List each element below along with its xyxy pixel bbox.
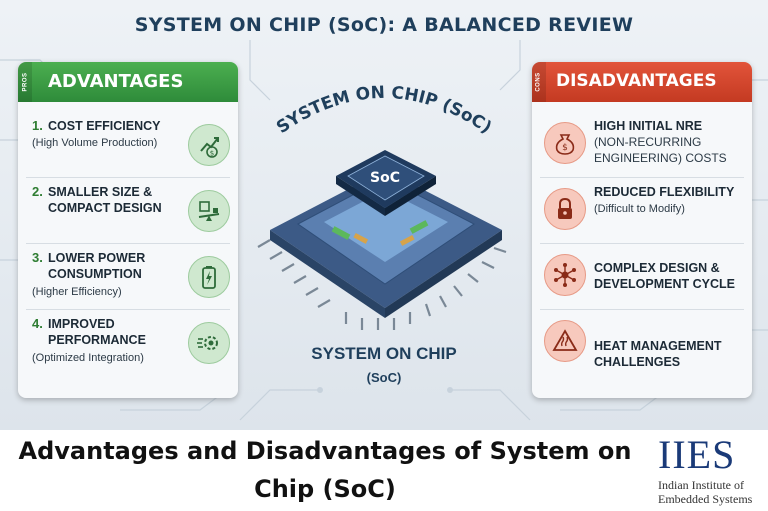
chip-arc-title: SYSTEM ON CHIP (SoC) [274,83,494,134]
warning-heat-icon [544,320,586,362]
cons-tag: CONS [532,62,546,102]
page-caption: Advantages and Disadvantages of System o… [18,437,632,503]
disadvantages-header: CONS DISADVANTAGES [532,62,752,102]
disadvantage-item-flexibility: REDUCED FLEXIBILITY (Difficult to Modify… [540,178,744,244]
infographic: SYSTEM ON CHIP (SoC): A BALANCED REVIEW … [0,0,768,430]
item-heading: LOWER POWER CONSUMPTION [48,251,146,281]
item-subtext: (High Volume Production) [32,137,158,149]
disadvantages-panel: CONS DISADVANTAGES $ HIGH INITIAL NRE (N… [532,62,752,398]
main-title: SYSTEM ON CHIP (SoC): A BALANCED REVIEW [134,14,634,36]
item-heading: HEAT MANAGEMENT CHALLENGES [594,339,722,369]
item-heading: COMPLEX DESIGN & DEVELOPMENT CYCLE [594,261,735,291]
disadvantage-item-nre: $ HIGH INITIAL NRE (NON-RECURRING ENGINE… [540,112,744,178]
disadvantage-item-heat: HEAT MANAGEMENT CHALLENGES [540,310,744,376]
item-number: 3. [32,250,43,265]
money-growth-icon: $ [188,124,230,166]
item-heading: SMALLER SIZE & COMPACT DESIGN [48,185,162,215]
money-bag-icon: $ [544,122,586,164]
advantages-header: PROS ADVANTAGES [18,62,238,102]
soc-chip-illustration: SoC [257,150,507,330]
item-heading: REDUCED FLEXIBILITY [594,185,735,199]
item-heading: COST EFFICIENCY [48,119,161,133]
advantage-item-cost: 1. COST EFFICIENCY (High Volume Producti… [26,112,230,178]
item-heading: IMPROVED PERFORMANCE [48,317,146,347]
item-subtext: (Optimized Integration) [32,352,144,364]
network-icon [544,254,586,296]
svg-text:$: $ [562,143,568,153]
svg-text:$: $ [210,150,214,158]
logo-mark: IIES [658,432,736,477]
advantage-item-power: 3. LOWER POWER CONSUMPTION (Higher Effic… [26,244,230,310]
item-subtext: (Difficult to Modify) [594,203,685,215]
advantages-panel: PROS ADVANTAGES 1. COST EFFICIENCY (High… [18,62,238,398]
chip-scale-icon [188,190,230,232]
advantage-item-size: 2. SMALLER SIZE & COMPACT DESIGN [26,178,230,244]
item-number: 1. [32,118,43,133]
item-number: 4. [32,316,43,331]
item-subtext: (NON-RECURRING ENGINEERING) COSTS [594,135,727,165]
item-number: 2. [32,184,43,199]
item-heading: HIGH INITIAL NRE [594,119,703,133]
pros-tag: PROS [18,62,32,102]
disadvantages-title: DISADVANTAGES [556,71,717,91]
advantage-item-performance: 4. IMPROVED PERFORMANCE (Optimized Integ… [26,310,230,376]
logo-line-2: Embedded Systems [658,492,753,506]
logo-line-1: Indian Institute of [658,478,744,492]
chip-bottom-sublabel: (SoC) [366,370,402,385]
advantages-title: ADVANTAGES [48,71,184,92]
soc-die-label: SoC [370,170,400,186]
iies-logo: IIES Indian Institute of Embedded System… [652,434,768,511]
gear-speed-icon [188,322,230,364]
chip-bottom-label: SYSTEM ON CHIP [311,344,457,363]
lock-icon [544,188,586,230]
disadvantage-item-complexity: COMPLEX DESIGN & DEVELOPMENT CYCLE [540,244,744,310]
battery-icon [188,256,230,298]
item-subtext: (Higher Efficiency) [32,286,122,298]
